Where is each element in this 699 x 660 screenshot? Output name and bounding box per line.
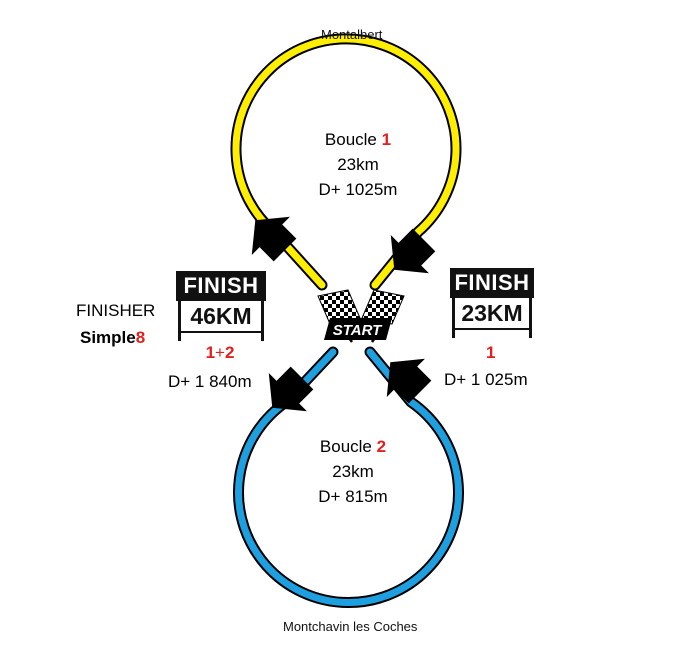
loop2-track (235, 348, 462, 607)
finish-46km-elevation: D+ 1 840m (168, 372, 252, 391)
loop1-name: Boucle (324, 130, 382, 149)
arrow-upper-right (390, 228, 436, 274)
finish-46km-loop-a: 1 (205, 343, 216, 362)
loop2-elevation: D+ 815m (318, 487, 388, 506)
finish-46km-loop-sep: + (215, 343, 225, 362)
finish-sign-46km: FINISH 46KM (176, 271, 266, 341)
loop1-number: 1 (381, 130, 392, 149)
finisher-simple-number: 8 (135, 328, 146, 347)
loop2-number: 2 (376, 437, 387, 456)
finish-46km-loop-b: 2 (224, 343, 235, 362)
place-top-label: Montalbert (321, 27, 383, 42)
arrow-upper-left (251, 216, 297, 262)
loop1-elevation: D+ 1025m (318, 180, 398, 199)
arrow-lower-left (268, 366, 314, 412)
finisher-simple: Simple8 (80, 328, 145, 348)
finish-sign-23km-header: FINISH (450, 268, 534, 298)
finish-23km-elevation: D+ 1 025m (444, 370, 528, 389)
finish-sign-46km-header: FINISH (176, 271, 266, 301)
place-bottom-label: Montchavin les Coches (283, 619, 418, 634)
finish-sign-23km-distance: 23KM (452, 298, 532, 330)
loop2-name: Boucle (319, 437, 377, 456)
finish-23km-loops: 1 (486, 343, 496, 362)
loop1-track (232, 35, 460, 289)
finisher-simple-prefix: Simple (80, 328, 136, 347)
finish-sign-23km: FINISH 23KM (450, 268, 534, 338)
loop2-info: Boucle 2 23km D+ 815m (273, 434, 433, 509)
arrow-lower-right (386, 358, 432, 404)
loop1-info: Boucle 1 23km D+ 1025m (278, 127, 438, 202)
loop2-distance: 23km (332, 462, 374, 481)
finish-sign-46km-distance: 46KM (178, 301, 264, 333)
start-label: START (333, 322, 383, 339)
finish-sign-46km-legs (176, 333, 266, 341)
finisher-title: FINISHER (76, 301, 156, 320)
start-badge: START (324, 318, 392, 340)
finish-sign-23km-legs (450, 330, 534, 338)
finish-46km-loops: 1+2 (200, 343, 240, 363)
loop1-distance: 23km (337, 155, 379, 174)
